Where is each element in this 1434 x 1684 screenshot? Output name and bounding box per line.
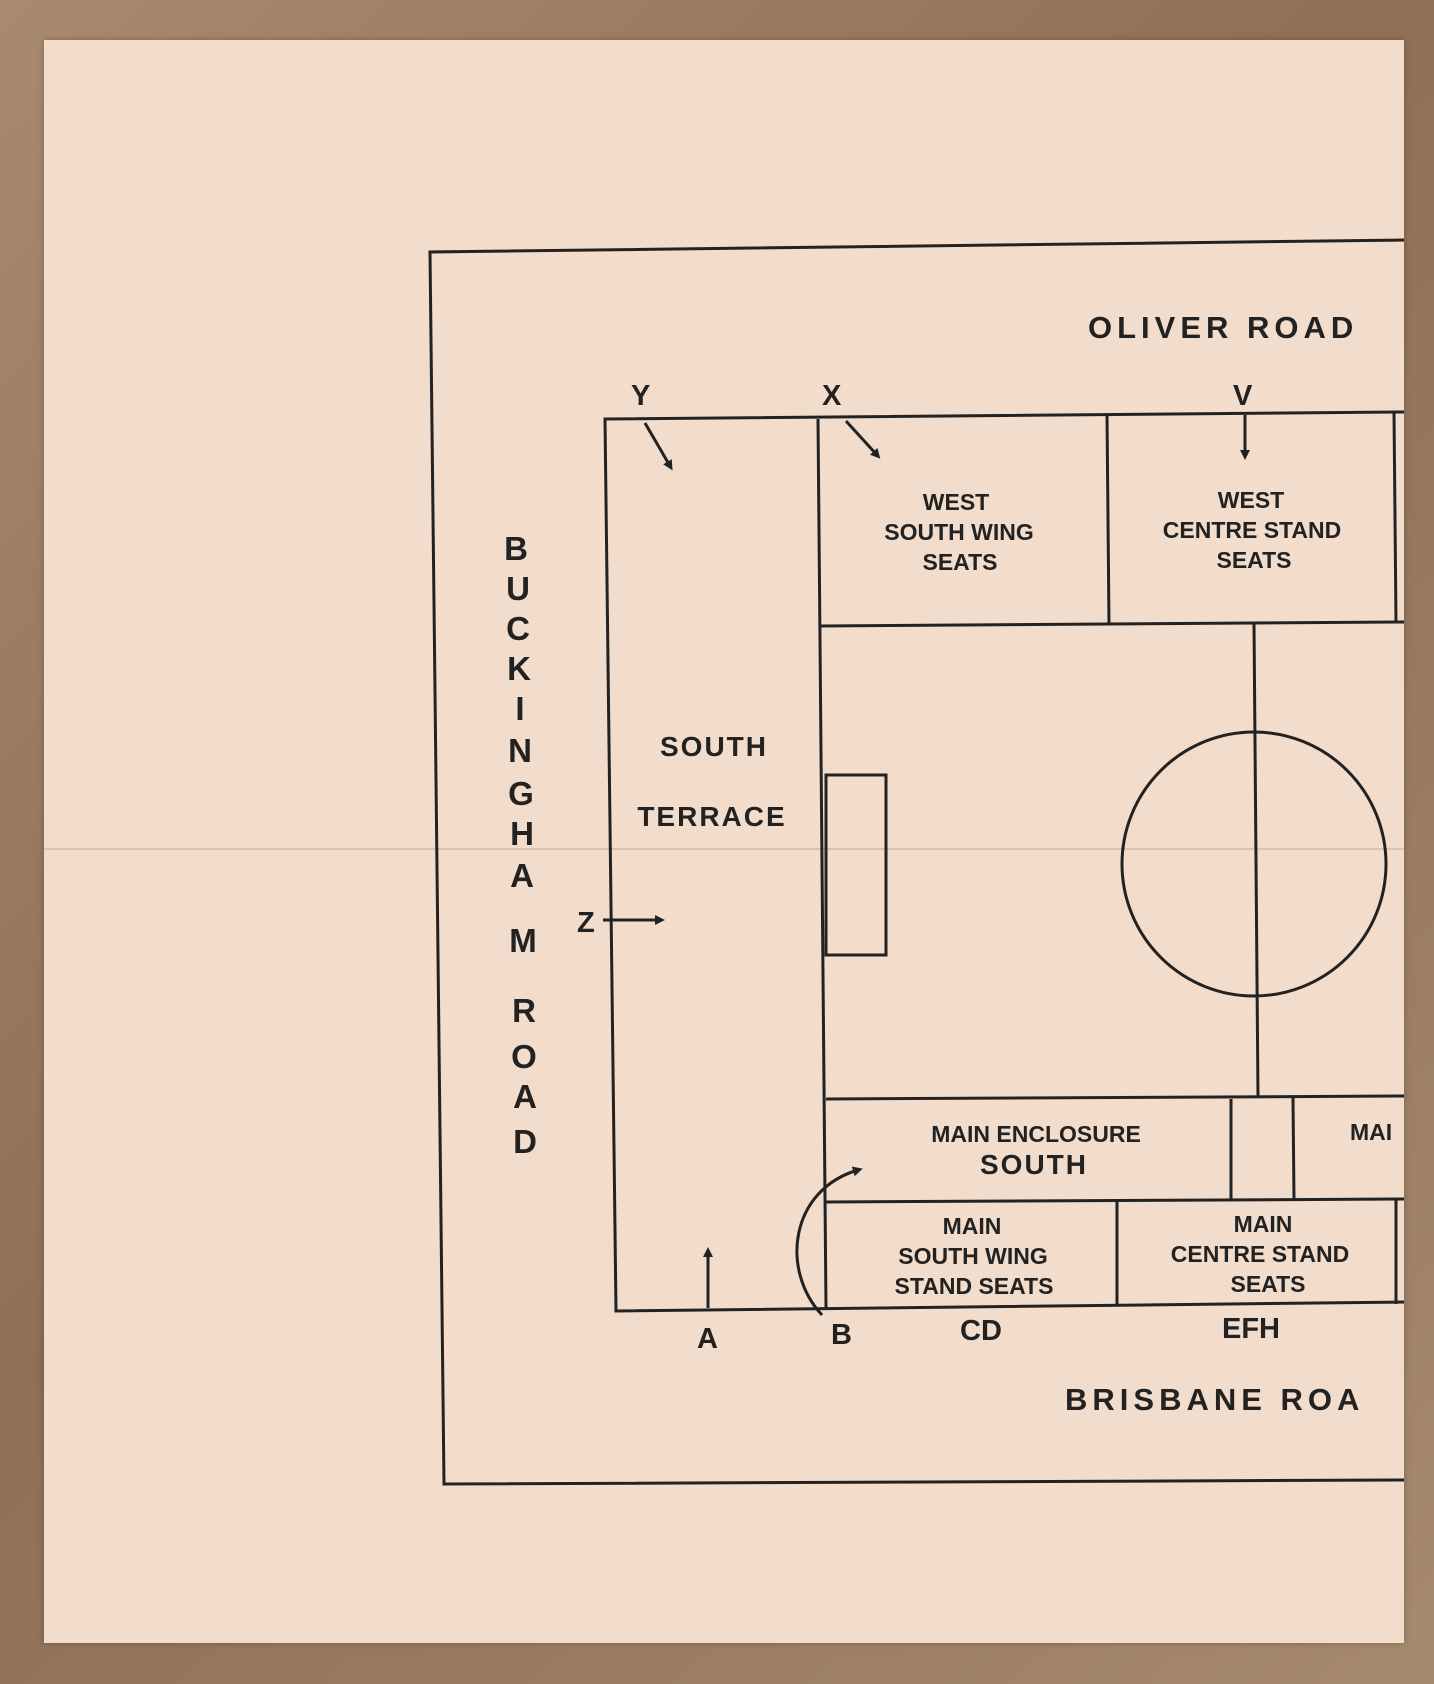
outer-frame <box>428 238 1405 1486</box>
svg-text:SEATS: SEATS <box>1217 547 1292 573</box>
svg-text:SEATS: SEATS <box>1231 1271 1306 1297</box>
svg-text:CENTRE STAND: CENTRE STAND <box>1163 517 1341 543</box>
svg-text:SOUTH: SOUTH <box>980 1149 1088 1180</box>
section-south-terrace: SOUTH TERRACE <box>637 731 786 832</box>
section-main-enclosure-south: MAIN ENCLOSURE SOUTH <box>931 1121 1141 1180</box>
main-enclosure-top <box>825 1094 1405 1101</box>
svg-text:R: R <box>512 992 536 1029</box>
south-terrace-divider <box>816 418 828 1309</box>
section-main-centre-stand: MAIN CENTRE STAND SEATS <box>1171 1211 1349 1297</box>
road-west-label: B U C K I N G H A M R O A D <box>504 530 537 1160</box>
svg-text:MAIN: MAIN <box>1234 1211 1293 1237</box>
svg-text:SOUTH WING: SOUTH WING <box>884 519 1034 545</box>
svg-text:B: B <box>504 530 528 567</box>
svg-text:K: K <box>507 650 531 687</box>
gate-efh-label: EFH <box>1222 1313 1280 1345</box>
svg-text:CENTRE STAND: CENTRE STAND <box>1171 1241 1349 1267</box>
ticket-paper <box>44 40 1404 1643</box>
gate-x-arrow <box>844 419 881 459</box>
gate-b-arrow <box>795 1166 863 1317</box>
centre-circle <box>1120 730 1388 998</box>
gate-v-label: V <box>1233 380 1253 412</box>
svg-text:D: D <box>513 1123 537 1160</box>
section-main-enclosure-partial: MAI <box>1350 1119 1392 1145</box>
svg-text:U: U <box>506 570 530 607</box>
svg-text:A: A <box>510 857 534 894</box>
svg-text:SOUTH: SOUTH <box>660 731 768 762</box>
gate-z-label: Z <box>577 907 595 939</box>
svg-text:I: I <box>515 690 524 727</box>
svg-text:MAIN ENCLOSURE: MAIN ENCLOSURE <box>931 1121 1141 1147</box>
section-west-south-wing: WEST SOUTH WING SEATS <box>884 489 1034 575</box>
svg-text:N: N <box>508 732 532 769</box>
road-north-label: OLIVER ROAD <box>1088 310 1358 345</box>
gate-a-label: A <box>697 1323 718 1355</box>
svg-text:STAND SEATS: STAND SEATS <box>895 1273 1054 1299</box>
main-enclosure-bottom <box>825 1197 1405 1204</box>
road-south-label: BRISBANE ROA <box>1065 1382 1364 1417</box>
penalty-box <box>824 773 888 957</box>
svg-text:TERRACE: TERRACE <box>637 801 786 832</box>
svg-text:C: C <box>506 610 530 647</box>
main-enclosure-divider-2 <box>1291 1097 1296 1200</box>
svg-text:WEST: WEST <box>923 489 989 515</box>
gate-y-label: Y <box>631 380 650 412</box>
svg-text:MAIN: MAIN <box>943 1213 1002 1239</box>
svg-text:WEST: WEST <box>1218 487 1284 513</box>
svg-text:M: M <box>509 922 537 959</box>
gate-b-label: B <box>831 1319 852 1351</box>
section-west-centre-stand: WEST CENTRE STAND SEATS <box>1163 487 1341 573</box>
svg-text:G: G <box>508 775 534 812</box>
ticket-fold-line <box>44 848 1404 850</box>
gate-x-label: X <box>822 380 842 412</box>
stadium-outline <box>603 410 1405 1313</box>
west-stand-bottom <box>819 620 1405 628</box>
svg-text:H: H <box>510 815 534 852</box>
west-stand-divider-right <box>1392 412 1398 623</box>
svg-text:O: O <box>511 1038 537 1075</box>
halfway-line <box>1252 623 1260 1098</box>
gate-y-arrow <box>643 422 673 471</box>
svg-text:A: A <box>513 1078 537 1115</box>
svg-text:SOUTH WING: SOUTH WING <box>898 1243 1048 1269</box>
svg-text:SEATS: SEATS <box>923 549 998 575</box>
gate-cd-label: CD <box>960 1315 1002 1347</box>
west-stand-divider <box>1105 414 1111 625</box>
section-main-south-wing: MAIN SOUTH WING STAND SEATS <box>895 1213 1054 1299</box>
